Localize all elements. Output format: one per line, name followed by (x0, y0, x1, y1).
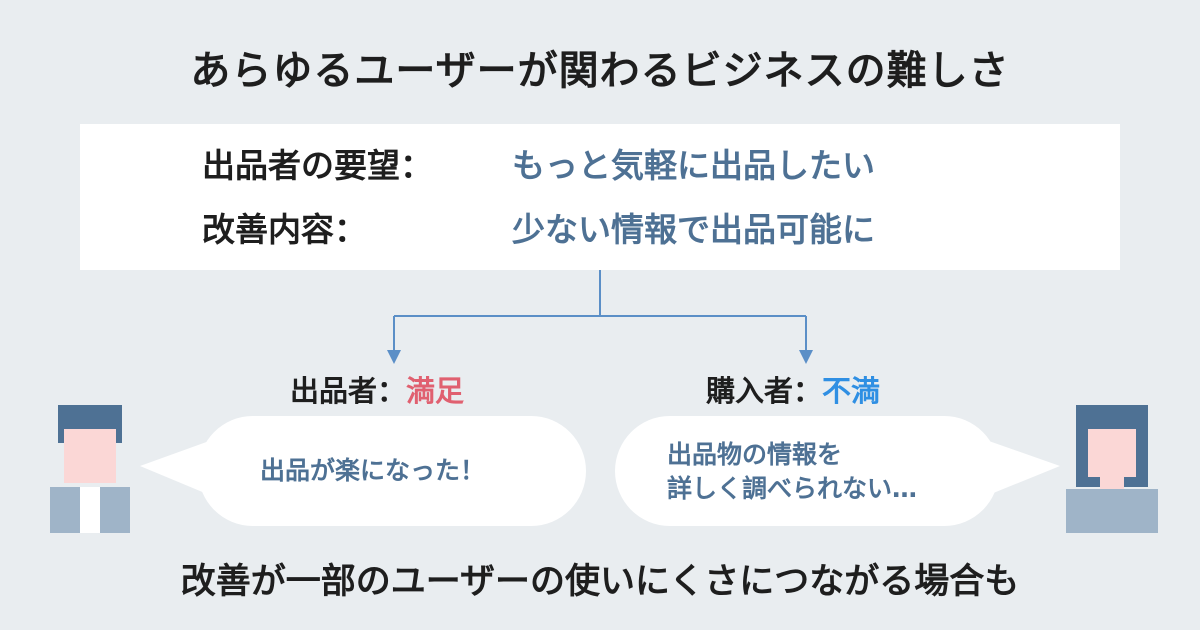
buyer-verdict: 不満 (822, 374, 881, 408)
seller-avatar-icon (50, 405, 130, 533)
buyer-label: 購入者： (706, 374, 823, 408)
buyer-speech-line1: 出品物の情報を (667, 440, 843, 469)
seller-speech-bubble: 出品が楽になった！ (198, 416, 586, 526)
request-value: もっと気軽に出品したい (512, 146, 875, 185)
improvement-label: 改善内容： (202, 210, 367, 249)
buyer-speech-line2: 詳しく調べられない… (667, 474, 918, 503)
arrowhead-right (799, 350, 813, 364)
arrowhead-left (387, 350, 401, 364)
improvement-value: 少ない情報で出品可能に (512, 210, 875, 249)
seller-label: 出品者： (290, 374, 407, 408)
conclusion-text: 改善が一部のユーザーの使いにくさにつながる場合も (180, 562, 1020, 602)
seller-speech: 出品が楽になった！ (260, 456, 486, 485)
request-label: 出品者の要望： (202, 146, 433, 185)
buyer-speech: 出品物の情報を 詳しく調べられない… (667, 438, 917, 506)
improvement-card: 出品者の要望： もっと気軽に出品したい 改善内容： 少ない情報で出品可能に (80, 124, 1120, 270)
page-title: あらゆるユーザーが関わるビジネスの難しさ (190, 48, 1010, 94)
seller-verdict: 満足 (406, 374, 465, 408)
seller-status: 出品者：満足 (290, 368, 464, 410)
buyer-avatar-icon (1066, 405, 1158, 533)
buyer-bubble-tail (986, 440, 1060, 496)
seller-bubble-tail (140, 440, 212, 496)
buyer-speech-bubble: 出品物の情報を 詳しく調べられない… (615, 416, 999, 526)
buyer-status: 購入者：不満 (706, 368, 880, 410)
